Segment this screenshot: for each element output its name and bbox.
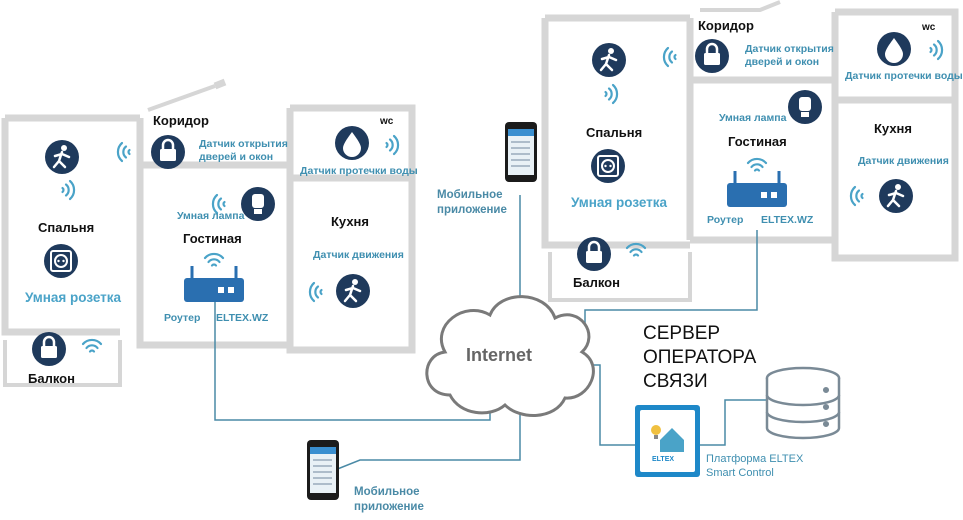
- internet-label: Internet: [466, 345, 533, 365]
- room-label-kitchen: Кухня: [874, 121, 912, 136]
- mobile-app-bottom-line2: приложение: [354, 501, 424, 513]
- apartment-2-floorplan: [541, 0, 959, 302]
- server-label-line3: СВЯЗИ: [643, 371, 708, 392]
- smart-socket-icon: [44, 244, 78, 278]
- router-icon: [184, 266, 244, 302]
- room-label-living-room: Гостиная: [183, 231, 242, 246]
- eltex-logo-text: ELTEX: [652, 456, 675, 463]
- room-label-corridor: Коридор: [698, 18, 754, 33]
- motion-sensor-icon: [45, 140, 79, 174]
- motion-sensor-icon: [592, 43, 626, 77]
- mobile-phone-bottom-icon: [307, 440, 339, 500]
- internet-cloud: [425, 295, 595, 417]
- room-label-bedroom: Спальня: [586, 125, 643, 140]
- motion-sensor-icon: [879, 179, 913, 213]
- server-label-line1: СЕРВЕР: [643, 323, 721, 344]
- water-leak-icon: [335, 126, 369, 160]
- label-motion-sensor: Датчик движения: [313, 249, 404, 261]
- server-label-line2: ОПЕРАТОРА: [643, 347, 757, 368]
- label-leak-sensor: Датчик протечки воды: [300, 165, 418, 177]
- room-label-living-room: Гостиная: [728, 134, 787, 149]
- label-router-model: ELTEX.WZ: [761, 214, 814, 226]
- label-smart-lamp: Умная лампа: [177, 210, 245, 222]
- lock-icon: [695, 39, 729, 73]
- room-label-wc: wc: [922, 22, 936, 33]
- database-icon: [765, 366, 841, 440]
- label-router: Роутер: [164, 312, 201, 324]
- smart-lamp-icon: [788, 90, 822, 124]
- platform-label-line2: Smart Control: [706, 467, 774, 479]
- lock-icon: [32, 332, 66, 366]
- label-router-model: ELTEX.WZ: [216, 312, 269, 324]
- motion-sensor-icon: [336, 274, 370, 308]
- smart-lamp-icon: [241, 187, 275, 221]
- lock-icon: [151, 135, 185, 169]
- water-leak-icon: [877, 32, 911, 66]
- mobile-app-bottom-line1: Мобильное: [354, 486, 420, 498]
- label-smart-lamp: Умная лампа: [719, 112, 787, 124]
- room-label-kitchen: Кухня: [331, 214, 369, 229]
- mobile-phone-top-icon: [505, 122, 537, 182]
- router-icon: [727, 171, 787, 207]
- label-door-sensor-line2: дверей и окон: [745, 56, 820, 68]
- eltex-platform-tile: [635, 405, 700, 477]
- lock-icon: [577, 237, 611, 271]
- label-motion-sensor: Датчик движения: [858, 155, 949, 167]
- room-label-wc: wc: [380, 116, 394, 127]
- mobile-app-top-line1: Мобильное: [437, 189, 503, 201]
- room-label-bedroom: Спальня: [38, 220, 95, 235]
- label-leak-sensor: Датчик протечки воды: [845, 70, 963, 82]
- label-router: Роутер: [707, 214, 744, 226]
- room-label-balcony: Балкон: [28, 371, 75, 386]
- room-label-balcony: Балкон: [573, 275, 620, 290]
- smart-socket-icon: [591, 149, 625, 183]
- platform-label-line1: Платформа ELTEX: [706, 453, 804, 465]
- label-smart-socket: Умная розетка: [571, 195, 668, 210]
- label-smart-socket: Умная розетка: [25, 290, 122, 305]
- label-door-sensor-line2: дверей и окон: [199, 151, 274, 163]
- label-door-sensor-line1: Датчик открытия: [745, 43, 834, 55]
- label-door-sensor-line1: Датчик открытия: [199, 138, 288, 150]
- mobile-app-top-line2: приложение: [437, 204, 507, 216]
- room-label-corridor: Коридор: [153, 113, 209, 128]
